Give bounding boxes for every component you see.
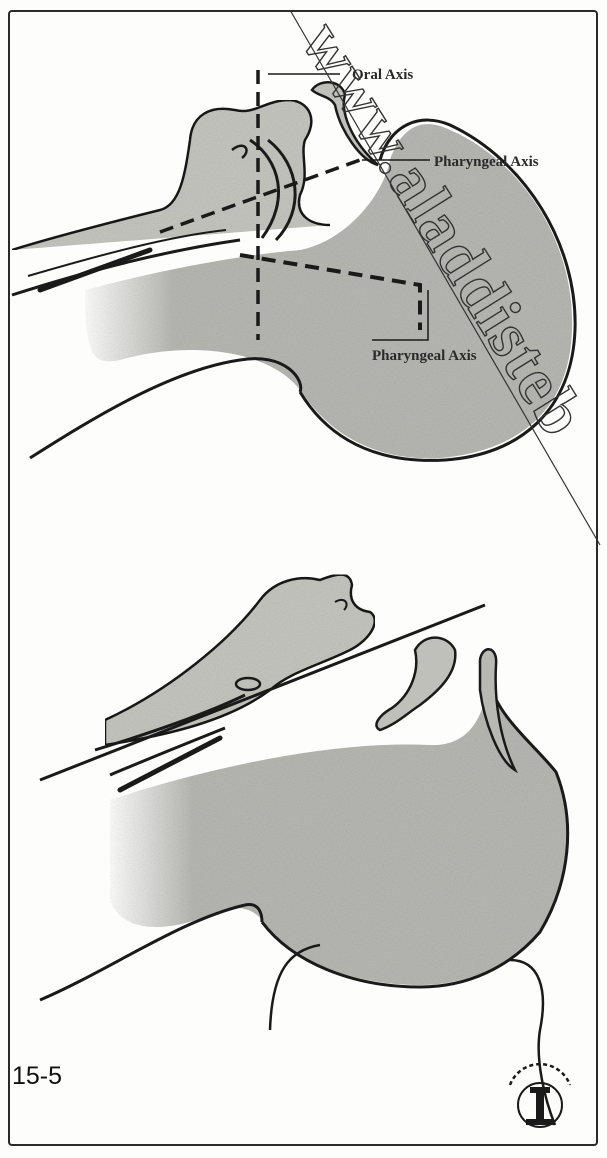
pharyngeal-axis-label-bottom: Pharyngeal Axis (372, 348, 477, 364)
figure-number: 15-5 (12, 1062, 62, 1091)
pharyngeal-axis-label-top: Pharyngeal Axis (434, 154, 539, 170)
lower-vocal-structure (376, 638, 455, 730)
lower-tongue (105, 575, 375, 745)
lower-head-neck-illustration (40, 575, 568, 1125)
upper-neck-lower-line (30, 359, 301, 458)
